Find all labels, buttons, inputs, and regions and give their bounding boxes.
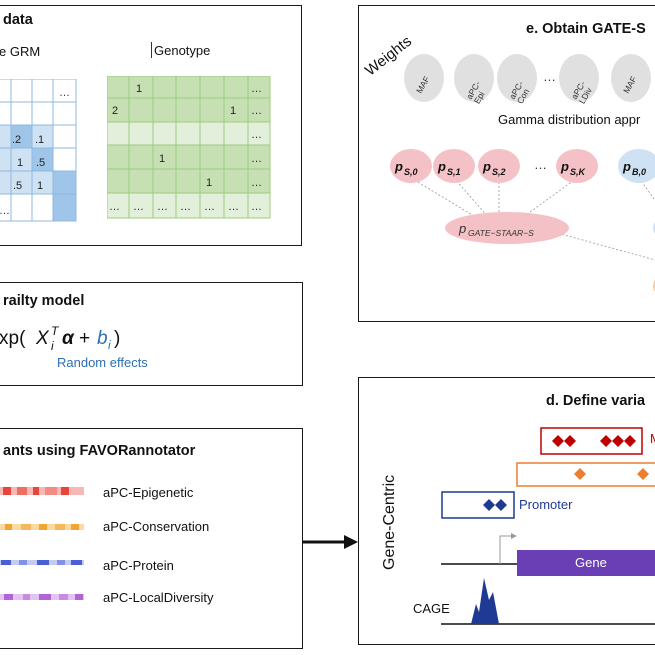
grm-cell: … [0, 205, 10, 217]
svg-text:xp(: xp( [0, 328, 26, 349]
track-conservation [0, 524, 84, 530]
svg-text:S,K: S,K [570, 167, 587, 177]
panel-title: data [3, 12, 33, 28]
svg-text:S,0: S,0 [404, 167, 418, 177]
geno-cell: … [228, 201, 239, 213]
p-ellipsis: … [534, 157, 547, 172]
grm-cell: .5 [36, 157, 45, 169]
track-label-epigenetic: aPC-Epigenetic [103, 485, 194, 500]
grm-cell: .5 [13, 180, 22, 192]
svg-text:i: i [108, 338, 111, 352]
grm-cell: … [59, 87, 70, 99]
geno-cell: 2 [112, 105, 118, 117]
geno-cell: … [251, 105, 262, 117]
svg-text:X: X [35, 328, 50, 349]
svg-text:p: p [482, 159, 491, 174]
track-label-localdiversity: aPC-LocalDiversity [103, 590, 214, 605]
promoter-label: Promoter [519, 497, 573, 512]
svg-text:i: i [51, 339, 54, 353]
svg-text:p: p [437, 159, 446, 174]
geno-cell: … [251, 83, 262, 95]
svg-text:B,0: B,0 [632, 167, 646, 177]
geno-cell: 1 [136, 83, 142, 95]
track-protein [0, 560, 84, 565]
geno-cell: … [133, 201, 144, 213]
grm-label: e GRM [0, 44, 41, 59]
geno-cell: … [251, 129, 262, 141]
track-label-conservation: aPC-Conservation [103, 519, 210, 534]
annotation-tracks [0, 487, 84, 600]
flow-arrow [302, 535, 358, 549]
track-label-protein: aPC-Protein [103, 558, 174, 573]
svg-text:p: p [458, 221, 466, 236]
svg-text:+: + [79, 328, 90, 349]
svg-text:T: T [51, 324, 60, 338]
grm-cell: .2 [12, 134, 21, 146]
panel-title: ants using FAVORannotator [3, 443, 196, 459]
genotype-matrix: 1 … 2 1 … … 1 … 1 … … … … … … … … [107, 76, 271, 219]
svg-text:p: p [394, 159, 403, 174]
grm-cell: .1 [35, 134, 44, 146]
geno-cell: 1 [159, 153, 165, 165]
svg-text:b: b [97, 328, 108, 349]
geno-cell: 1 [230, 105, 236, 117]
missense-label: M [650, 431, 655, 446]
geno-cell: … [251, 201, 262, 213]
model-formula: xp( X T i α + b i ) [0, 324, 120, 353]
geno-cell: … [109, 201, 120, 213]
track-localdiversity [0, 594, 84, 600]
genotype-cursor-mark [151, 42, 152, 58]
genotype-label: Genotype [154, 43, 211, 58]
gene-label: Gene [575, 555, 607, 570]
svg-text:p: p [622, 159, 631, 174]
svg-text:S,2: S,2 [492, 167, 506, 177]
define-panel: d. Define varia Gene-Centric [358, 377, 655, 645]
variant-diagram [441, 427, 655, 625]
svg-text:α: α [62, 328, 75, 349]
track-epigenetic [0, 487, 84, 495]
geno-cell: … [180, 201, 191, 213]
geno-cell: 1 [206, 177, 212, 189]
grm-matrix: … .2 .1 1 .5 .5 1 … [0, 79, 77, 222]
geno-cell: … [251, 177, 262, 189]
svg-text:p: p [560, 159, 569, 174]
cage-label: CAGE [413, 601, 450, 616]
panel-title: e. Obtain GATE-S [526, 21, 646, 37]
svg-text:): ) [114, 328, 120, 349]
weight-ellipsis: … [543, 69, 556, 84]
gate-panel: e. Obtain GATE-S Weights MAF aPC-Epi aPC… [358, 5, 655, 322]
grm-cell: 1 [17, 157, 23, 169]
model-panel: railty model xp( X T i α + b i ) Random … [0, 282, 303, 386]
geno-cell: … [251, 153, 262, 165]
geno-cell: … [204, 201, 215, 213]
data-panel: data e GRM Genotype … .2 .1 1 .5 .5 1 … [0, 5, 302, 246]
panel-title: d. Define varia [546, 393, 646, 409]
geno-cell: … [157, 201, 168, 213]
svg-text:GATE−STAAR−S: GATE−STAAR−S [468, 228, 534, 238]
grm-cell: 1 [37, 180, 43, 192]
annotation-panel: ants using FAVORannotator aPC-Epigenetic [0, 428, 303, 649]
gamma-label: Gamma distribution appr [498, 112, 641, 127]
panel-title: railty model [3, 293, 85, 309]
svg-text:S,1: S,1 [447, 167, 461, 177]
random-effects-label: Random effects [57, 355, 148, 370]
